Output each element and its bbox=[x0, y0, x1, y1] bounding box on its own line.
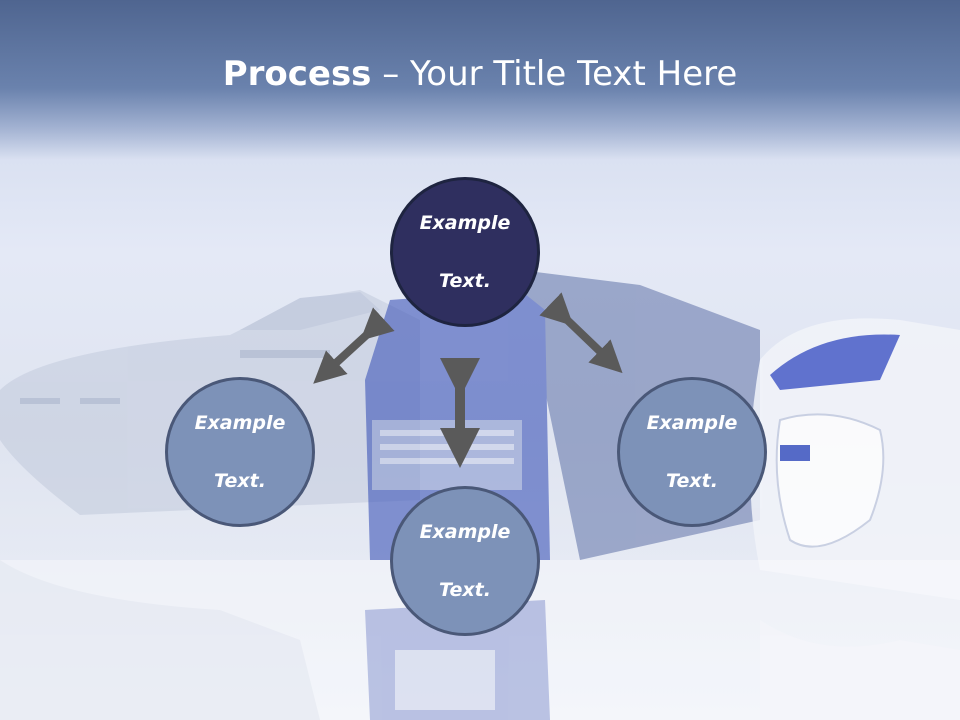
slide-title: Process – Your Title Text Here bbox=[0, 52, 960, 96]
node-bottom-line2: Text. bbox=[439, 578, 491, 601]
train-shape bbox=[750, 318, 960, 720]
title-text-part: – Your Title Text Here bbox=[371, 54, 738, 94]
node-top-line1: Example bbox=[419, 211, 511, 234]
node-top-line2: Text. bbox=[439, 269, 491, 292]
node-right-line2: Text. bbox=[666, 469, 718, 492]
node-left-line1: Example bbox=[194, 411, 286, 434]
title-bold-part: Process bbox=[222, 54, 372, 94]
node-left-line2: Text. bbox=[214, 469, 266, 492]
title-bar bbox=[0, 0, 960, 160]
node-bottom-line1: Example bbox=[419, 520, 511, 543]
node-right-line1: Example bbox=[646, 411, 738, 434]
